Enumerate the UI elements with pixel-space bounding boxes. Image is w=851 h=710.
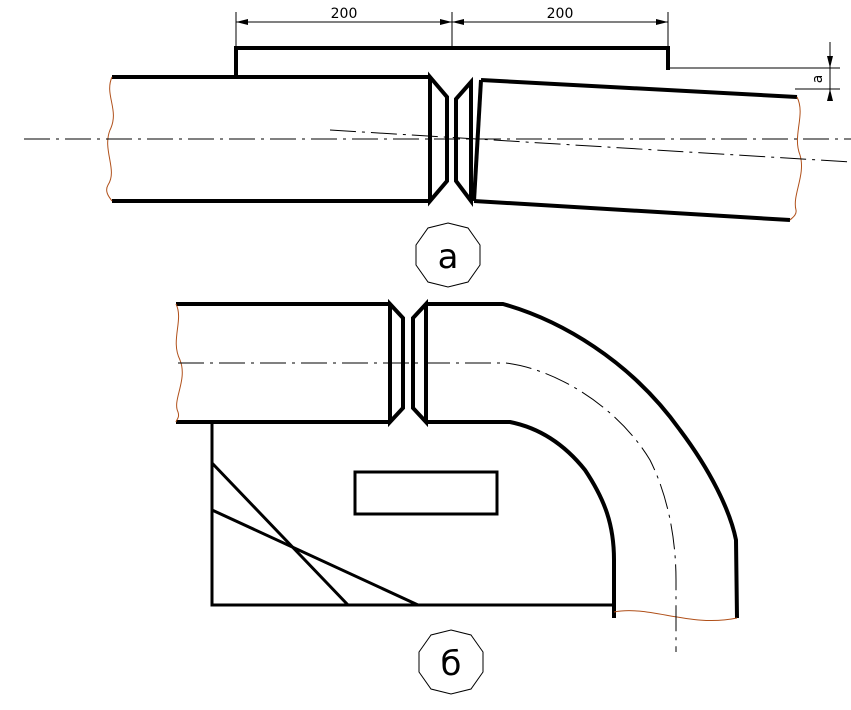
support-block [210,422,614,607]
straightedge [234,46,670,77]
figure-b-letter: б [441,644,462,684]
figure-a-label: а [415,222,481,288]
offset-dimension: a [668,42,840,101]
dimension-200-right: 200 [451,6,669,48]
left-pipe [106,71,449,207]
dimension-label-right: 200 [547,6,574,22]
figure-b: б [175,298,739,695]
dimension-200-left: 200 [235,6,452,48]
bent-pipe [411,298,739,622]
figure-a-letter: а [438,237,459,277]
bend-axis-line [178,362,677,652]
dimension-label-left: 200 [331,6,358,22]
axis-line-tilted [329,129,851,163]
figure-a: 200 200 a [24,6,851,288]
marking-plate [353,470,499,516]
right-pipe [454,76,802,222]
offset-label: a [810,75,826,84]
figure-b-label: б [418,629,484,695]
